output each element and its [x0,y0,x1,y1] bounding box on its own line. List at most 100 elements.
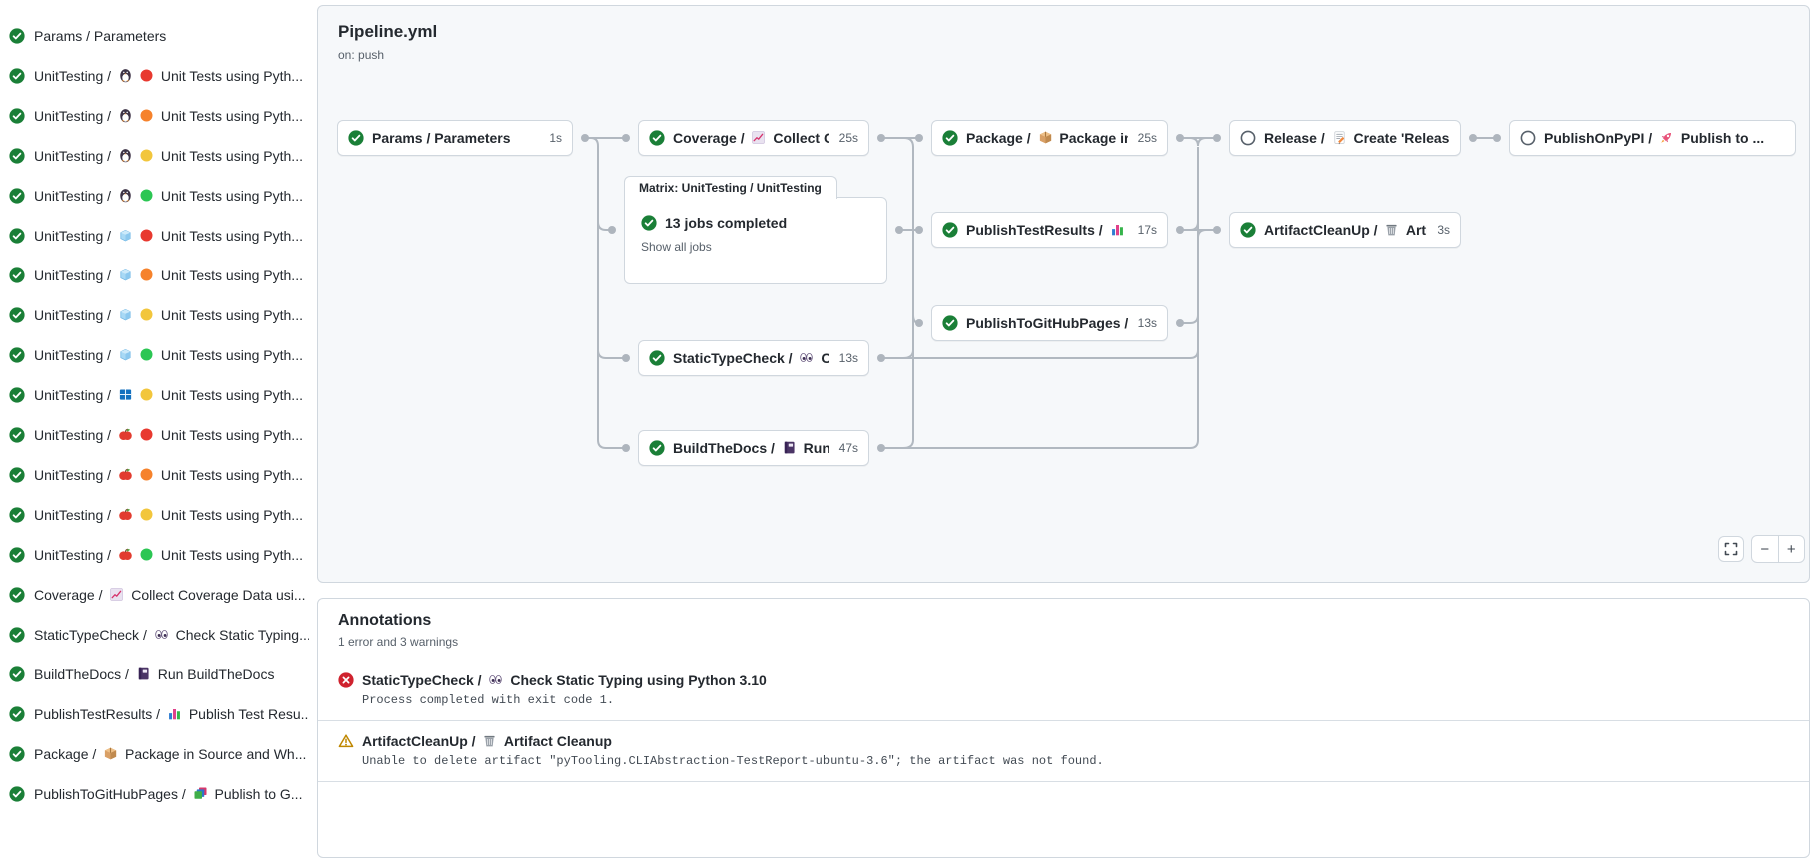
sidebar-job-item[interactable]: UnitTesting / Unit Tests using Pyth... [0,417,309,453]
check-circle-icon [9,547,25,563]
node-duration: 47s [839,441,858,455]
sidebar-job-item[interactable]: UnitTesting / Unit Tests using Pyth... [0,98,309,134]
sidebar-job-item[interactable]: UnitTesting / Unit Tests using Pyth... [0,297,309,333]
node-duration: 13s [1138,316,1157,330]
wastebasket-icon [482,733,497,748]
sidebar-job-item[interactable]: Package / Package in Source and Wh... [0,736,309,772]
check-circle-icon [9,108,25,124]
job-item-label: Coverage / Collect Coverage Data usi... [34,587,306,603]
orange-circle-icon [139,108,154,123]
windows-icon [118,387,133,402]
job-item-label: PublishToGitHubPages / Publish to G... [34,786,302,802]
node-label: PublishOnPyPI / Publish to ... [1544,130,1785,146]
job-item-label: UnitTesting / Unit Tests using Pyth... [34,267,303,283]
chart-increasing-icon [109,587,124,602]
sidebar-job-item[interactable]: UnitTesting / Unit Tests using Pyth... [0,138,309,174]
sidebar-job-item[interactable]: UnitTesting / Unit Tests using Pyth... [0,377,309,413]
eyes-icon [154,627,169,642]
sidebar-job-item[interactable]: UnitTesting / Unit Tests using Pyth... [0,218,309,254]
sidebar-job-item[interactable]: Coverage / Collect Coverage Data usi... [0,577,309,613]
check-circle-icon [9,387,25,403]
green-circle-icon [139,547,154,562]
graph-node-release[interactable]: Release / Create 'Release P... [1229,120,1461,156]
zoom-in-button[interactable]: + [1779,536,1805,562]
matrix-tab-label: Matrix: UnitTesting / UnitTesting [624,176,837,199]
label-text: Unit Tests using Pyth... [157,387,303,403]
sidebar-job-item[interactable]: BuildTheDocs / Run BuildTheDocs [0,656,309,692]
graph-node-publishtogithubpages[interactable]: PublishToGitHubPages / ...13s [931,305,1168,341]
show-all-jobs-link[interactable]: Show all jobs [641,240,870,254]
check-circle-icon [649,440,665,456]
label-text: StaticTypeCheck / [673,350,796,366]
apple-icon [118,427,133,442]
fit-view-button[interactable] [1718,536,1744,562]
node-label: Release / Create 'Release P... [1264,130,1450,146]
annotation-title[interactable]: StaticTypeCheck / Check Static Typing us… [338,672,1789,688]
label-text: Package in So... [1056,130,1128,146]
job-item-label: Params / Parameters [34,28,166,44]
label-text: Publish to G... [211,786,303,802]
label-text: PublishTestResults / [34,706,164,722]
red-circle-icon [139,68,154,83]
graph-node-statictypecheck[interactable]: StaticTypeCheck / Chec...13s [638,340,869,376]
job-item-label: UnitTesting / Unit Tests using Pyth... [34,427,303,443]
sidebar-job-item[interactable]: UnitTesting / Unit Tests using Pyth... [0,337,309,373]
label-text: Unit Tests using Pyth... [157,507,303,523]
label-text: Publish to ... [1677,130,1764,146]
graph-node-coverage[interactable]: Coverage / Collect Cove...25s [638,120,869,156]
notebook-icon [782,440,797,455]
sidebar-job-item[interactable]: UnitTesting / Unit Tests using Pyth... [0,178,309,214]
annotation-title[interactable]: ArtifactCleanUp / Artifact Cleanup [338,733,1789,749]
eyes-icon [799,350,814,365]
annotation-message: Unable to delete artifact "pyTooling.CLI… [362,754,1789,768]
label-text: UnitTesting / [34,547,115,563]
graph-node-publishtestresults[interactable]: PublishTestResults / Pu...17s [931,212,1168,248]
label-text: Params / Parameters [34,28,166,44]
label-text: PublishToGitHubPages / [34,786,190,802]
label-text: Unit Tests using Pyth... [157,467,303,483]
matrix-group-card: 13 jobs completed Show all jobs [624,197,887,284]
check-circle-icon [9,746,25,762]
sidebar-job-item[interactable]: StaticTypeCheck / Check Static Typing... [0,617,309,653]
zoom-out-button[interactable]: − [1752,536,1779,562]
sidebar-job-item[interactable]: Params / Parameters [0,18,309,54]
label-text: Check Static Typing... [172,627,309,643]
eyes-icon [488,672,503,687]
label-text: Artifac... [1402,222,1427,238]
sidebar-job-item[interactable]: PublishToGitHubPages / Publish to G... [0,776,309,812]
check-circle-icon [1240,222,1256,238]
label-text: Release / [1264,130,1329,146]
label-text: PublishOnPyPI / [1544,130,1656,146]
graph-node-artifactcleanup[interactable]: ArtifactCleanUp / Artifac...3s [1229,212,1461,248]
label-text: Unit Tests using Pyth... [157,108,303,124]
job-item-label: UnitTesting / Unit Tests using Pyth... [34,307,303,323]
error-circle-icon [338,672,354,688]
label-text: StaticTypeCheck / [362,672,485,688]
sidebar-job-item[interactable]: PublishTestResults / Publish Test Resu..… [0,696,309,732]
label-text: Params / Parameters [372,130,511,146]
check-circle-icon [9,427,25,443]
sidebar-job-item[interactable]: UnitTesting / Unit Tests using Pyth... [0,257,309,293]
yellow-circle-icon [139,148,154,163]
sidebar-job-item[interactable]: UnitTesting / Unit Tests using Pyth... [0,58,309,94]
check-circle-icon [9,267,25,283]
label-text: Unit Tests using Pyth... [157,68,303,84]
label-text: UnitTesting / [34,507,115,523]
sidebar-job-item[interactable]: UnitTesting / Unit Tests using Pyth... [0,497,309,533]
green-circle-icon [139,188,154,203]
sidebar-job-item[interactable]: UnitTesting / Unit Tests using Pyth... [0,457,309,493]
sidebar-job-item[interactable]: UnitTesting / Unit Tests using Pyth... [0,537,309,573]
graph-node-buildthedocs[interactable]: BuildTheDocs / Run Buil...47s [638,430,869,466]
yellow-circle-icon [139,307,154,322]
label-text: Unit Tests using Pyth... [157,427,303,443]
job-item-label: Package / Package in Source and Wh... [34,746,306,762]
check-circle-icon [9,587,25,603]
graph-node-publishonpypi[interactable]: PublishOnPyPI / Publish to ... [1509,120,1796,156]
label-text: BuildTheDocs / [673,440,779,456]
job-item-label: UnitTesting / Unit Tests using Pyth... [34,188,303,204]
matrix-summary: 13 jobs completed [665,215,787,231]
node-duration: 3s [1437,223,1450,237]
graph-node-package[interactable]: Package / Package in So...25s [931,120,1168,156]
graph-edges [318,6,1811,584]
